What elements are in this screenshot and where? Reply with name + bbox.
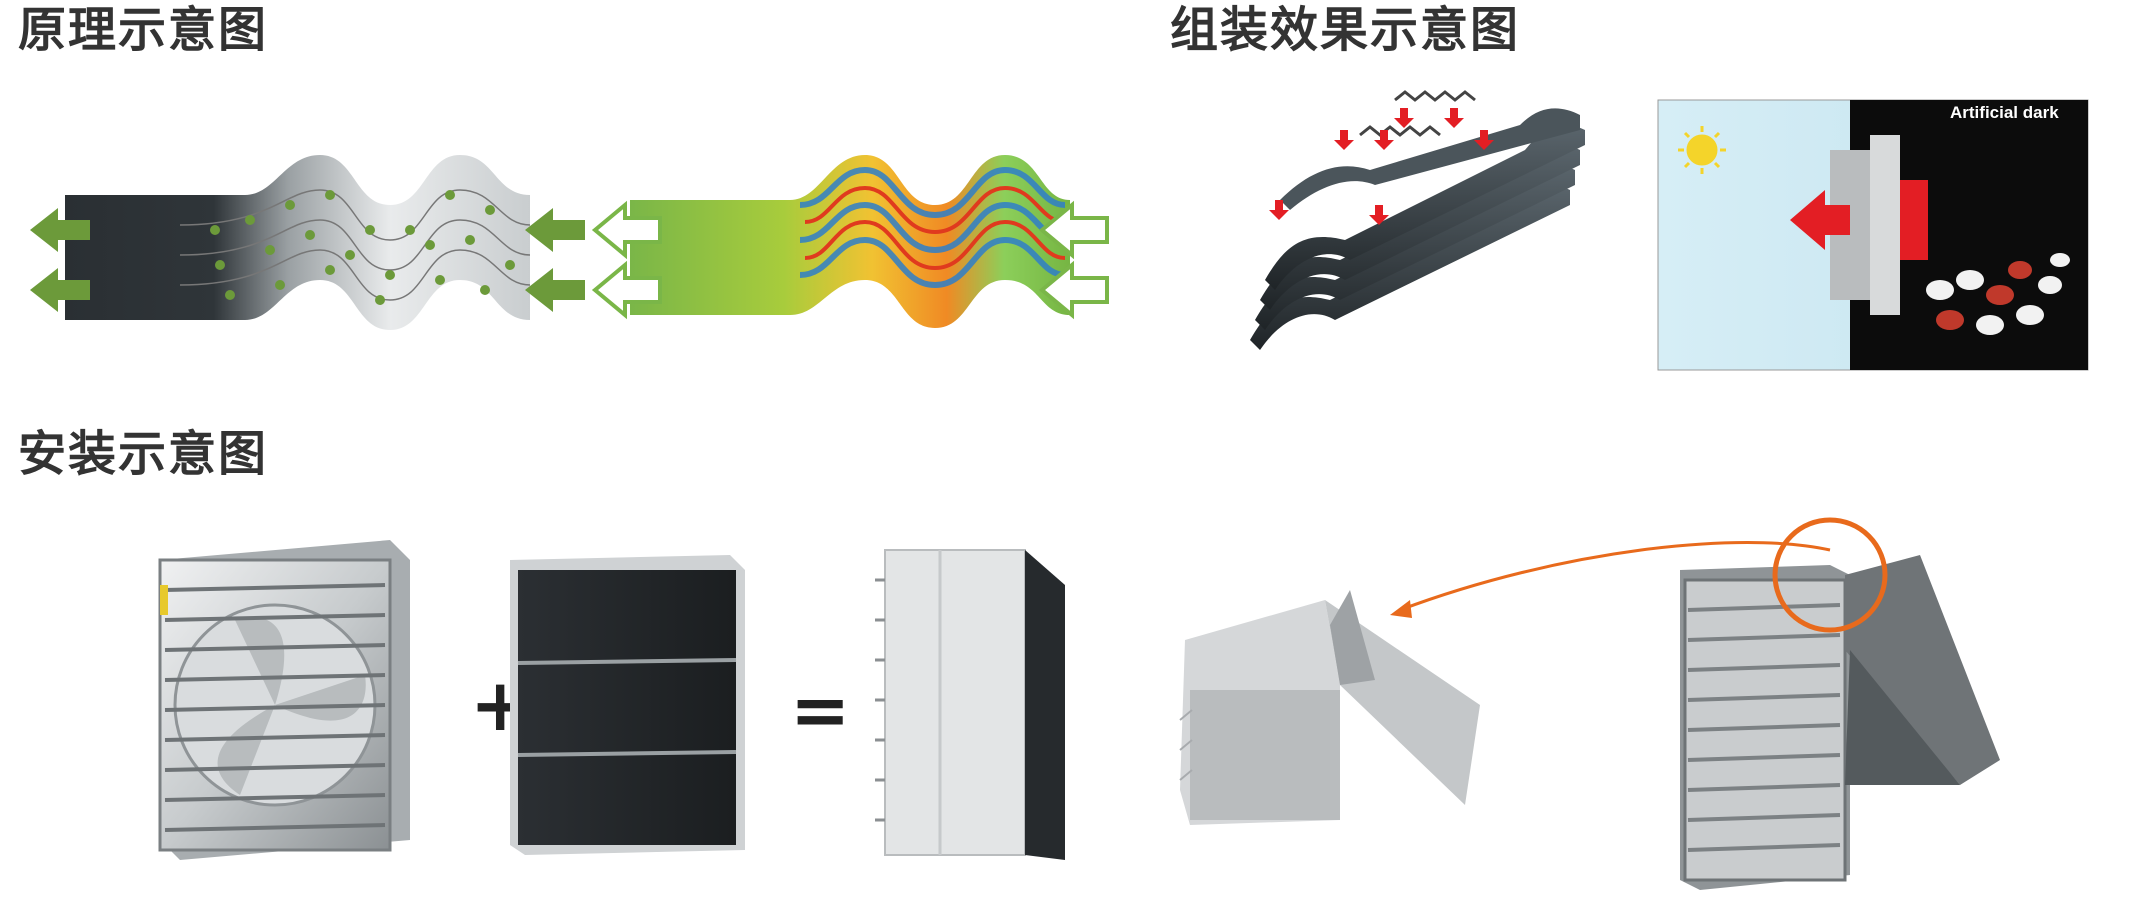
installation-title: 安装示意图 [18, 426, 269, 482]
installation-figures: + = [140, 517, 2020, 900]
fan-with-hood-image [1680, 517, 2000, 890]
detail-arrow-head [1390, 600, 1412, 618]
heatmap-panel-diagram [591, 155, 1109, 328]
hollow-arrows [591, 200, 1109, 320]
detail-arrow [1399, 541, 1831, 612]
artificial-dark-label: Artificial dark [1950, 103, 2059, 122]
airflow-in-arrows [525, 208, 585, 312]
chickens-illustration [1926, 253, 2070, 335]
corrugated-panel-shape [65, 155, 530, 330]
equals-sign: = [790, 668, 850, 752]
principle-figures [30, 150, 1109, 330]
highlight-circle [1772, 517, 1888, 633]
airflow-left-arrow [1790, 190, 1850, 250]
airflow-out-arrows [30, 208, 90, 312]
assembly-figures: Artificial dark [1250, 90, 2090, 380]
principle-title: 原理示意图 [18, 2, 269, 58]
cooling-pad-image [510, 555, 745, 855]
exhaust-fan-image [158, 540, 410, 860]
light-trap-hood-image [1179, 590, 1480, 825]
sun-icon [1678, 126, 1726, 174]
stacked-sheets-diagram [1250, 90, 1585, 350]
artificial-dark-diagram: Artificial dark [1657, 99, 2089, 371]
assembly-title: 组装效果示意图 [1170, 2, 1521, 58]
spacer-clips [1359, 90, 1476, 137]
down-arrows [1269, 108, 1494, 225]
combined-unit-image [875, 549, 1065, 860]
airflow-panel-diagram [30, 155, 585, 330]
